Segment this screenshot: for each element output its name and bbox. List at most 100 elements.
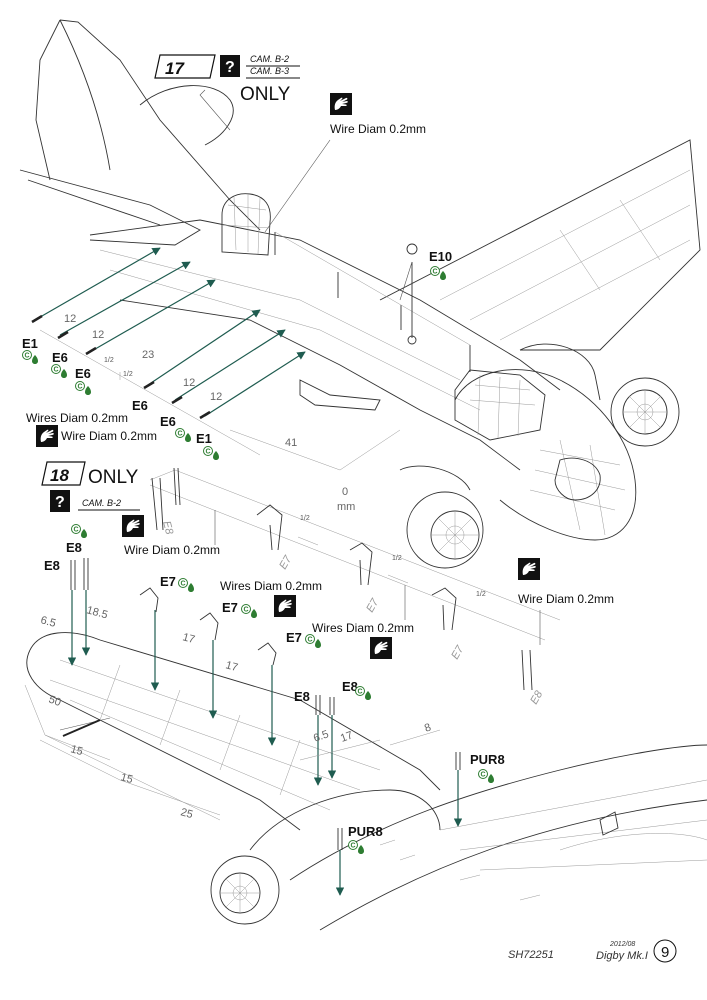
fuselage-arrows: [34, 247, 413, 417]
footer: SH72251 2012/08 Digby Mk.I 9: [508, 939, 677, 963]
part-label: E7: [160, 574, 176, 589]
dim-41: 41: [285, 437, 297, 449]
glue-drop-icon: [430, 266, 447, 281]
dim-8: 8: [423, 721, 433, 734]
wire-pins: [31, 314, 211, 420]
glue-drop-icon: [478, 769, 495, 784]
dim-mm: mm: [337, 501, 355, 513]
glue-drop-icon: [355, 686, 372, 701]
step-18-header: 18 ONLY ? CAM. B-2: [41, 461, 140, 512]
ghost-label: E7: [364, 596, 382, 614]
glue-drop-icon: [75, 381, 92, 396]
part-label: E6: [160, 414, 176, 429]
fuselage-dimensions: 12 12 1/2 23 1/2 12 12 41 0 mm: [39, 313, 401, 513]
dim-17: 17: [181, 631, 196, 646]
glue-drop-icon: [175, 428, 192, 443]
dim-0: 0: [342, 486, 348, 498]
hand-icon: [36, 425, 58, 447]
wire-note: Wires Diam 0.2mm: [220, 579, 322, 593]
wire-note: Wires Diam 0.2mm: [26, 411, 128, 425]
part-label: E8: [44, 558, 60, 573]
dim-half: 1/2: [392, 555, 402, 562]
dim-12: 12: [64, 313, 76, 325]
ghost-label: E7: [449, 643, 467, 661]
only-label: ONLY: [88, 467, 139, 488]
dim-15: 15: [119, 771, 134, 786]
kit-title: Digby Mk.I: [596, 950, 648, 962]
dim-17: 17: [224, 659, 239, 674]
glue-drop-icon: [348, 840, 365, 855]
part-label: E7: [222, 600, 238, 615]
wing-dimensions: 6.5 18.5 17 17 50 15 15 25 6.5 17 8: [39, 604, 441, 821]
part-label: E6: [52, 350, 68, 365]
part-label: PUR8: [470, 752, 505, 767]
glue-drop-icon: [22, 350, 39, 365]
part-label: E6: [75, 366, 91, 381]
part-label: E1: [22, 336, 38, 351]
fuselage-drawing: [19, 19, 701, 569]
ghost-label: E7: [277, 553, 295, 571]
wire-note: Wire Diam 0.2mm: [61, 429, 157, 443]
dim-half: 1/2: [123, 371, 133, 378]
cam-label: CAM. B-2: [250, 54, 289, 64]
step-number: 17: [165, 59, 185, 78]
hand-icon: [518, 558, 540, 580]
hand-icon: [330, 93, 352, 115]
hand-icon: [370, 637, 392, 659]
wire-note: Wire Diam 0.2mm: [518, 592, 614, 606]
dim-half: 1/2: [104, 357, 114, 364]
wing-masts: [70, 558, 461, 850]
dim-50: 50: [47, 694, 63, 709]
only-label: ONLY: [240, 84, 291, 105]
part-label: E7: [286, 630, 302, 645]
wing-part-labels: E8 E8 E7 E7 E7 E8 E8 PUR8 PUR8: [44, 524, 505, 855]
dim-23: 23: [142, 349, 154, 361]
hand-icon: [274, 595, 296, 617]
step-18-wire-notes: Wire Diam 0.2mm Wires Diam 0.2mm Wires D…: [122, 515, 614, 659]
part-label: E6: [132, 398, 148, 413]
part-label: PUR8: [348, 824, 383, 839]
dim-12: 12: [210, 391, 222, 403]
question-mark-icon: [50, 490, 70, 512]
wing-arrows: [67, 590, 463, 896]
dim-17: 17: [339, 729, 355, 744]
cam-label: CAM. B-3: [250, 66, 289, 76]
step-17-wire-note: Wire Diam 0.2mm: [330, 93, 426, 136]
glue-drop-icon: [203, 446, 220, 461]
print-date: 2012/08: [609, 941, 635, 948]
dim-half: 1/2: [300, 515, 310, 522]
lower-wing-drawing: [24, 632, 707, 931]
glue-drop-icon: [71, 524, 88, 539]
step-17-header: 17 ? CAM. B-2 CAM. B-3 ONLY: [154, 54, 300, 105]
wire-note: Wires Diam 0.2mm: [312, 621, 414, 635]
kit-code: SH72251: [508, 949, 554, 961]
part-label: E10: [429, 249, 452, 264]
dim-18-5: 18.5: [85, 604, 109, 621]
page-number: 9: [661, 944, 669, 961]
dim-12: 12: [183, 377, 195, 389]
question-mark-text: ?: [55, 494, 65, 511]
part-label: E8: [66, 540, 82, 555]
dim-25: 25: [179, 806, 194, 821]
question-mark-text: ?: [225, 59, 235, 76]
ghost-label: E8: [160, 520, 175, 537]
hand-icon: [122, 515, 144, 537]
glue-drop-icon: [51, 364, 68, 379]
part-label: E1: [196, 431, 212, 446]
dim-15: 15: [69, 743, 84, 758]
dim-6-5: 6.5: [39, 614, 57, 630]
fuselage-part-labels: E1 E6 E6 E6 E6 E1 Wires Diam 0.2mm Wire …: [22, 336, 220, 461]
cam-label: CAM. B-2: [82, 498, 121, 508]
ghost-label: E8: [528, 688, 546, 706]
part-label: E8: [342, 679, 358, 694]
part-label: E8: [294, 689, 310, 704]
step-number: 18: [50, 466, 69, 485]
part-e10: E10: [429, 249, 452, 281]
wire-note: Wire Diam 0.2mm: [124, 543, 220, 557]
question-mark-icon: [220, 55, 240, 77]
dim-12: 12: [92, 329, 104, 341]
dim-6-5: 6.5: [312, 728, 330, 745]
dim-half: 1/2: [476, 591, 486, 598]
glue-drop-icon: [241, 604, 258, 619]
